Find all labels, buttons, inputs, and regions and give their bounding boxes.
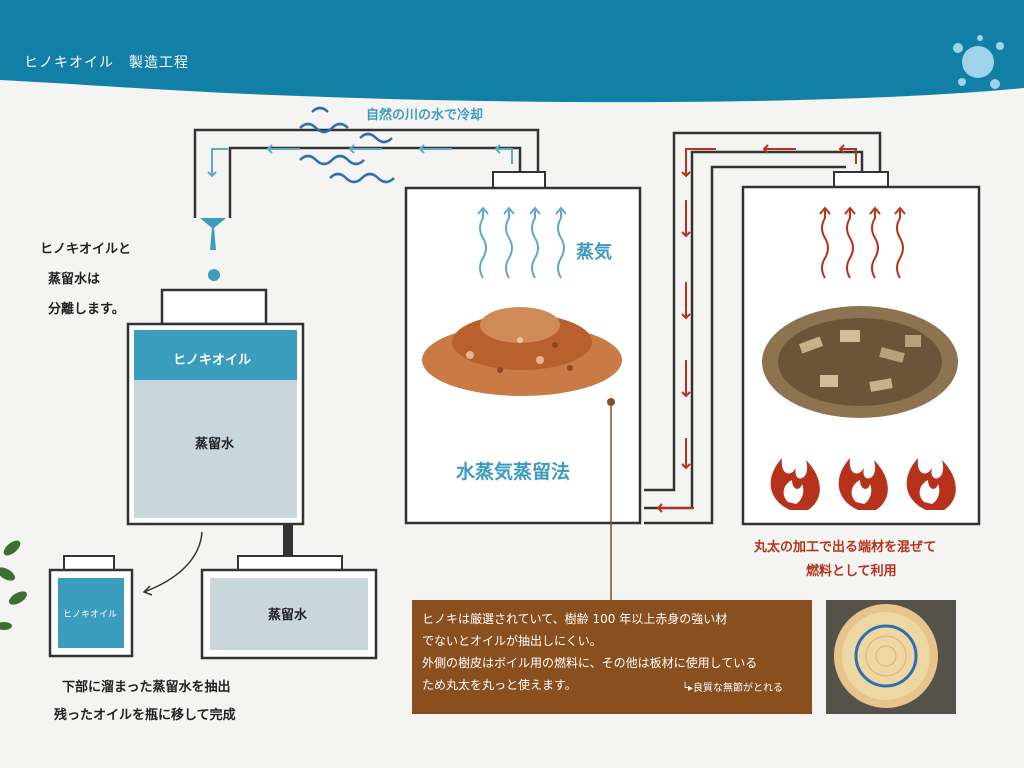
cooling-label: 自然の川の水で冷却 <box>366 108 484 123</box>
separate-note-line3: 分離します。 <box>48 302 125 317</box>
separate-note-line2: 蒸留水は <box>48 272 101 287</box>
header-banner <box>0 0 1024 103</box>
bottle-label: ヒノキオイル <box>63 610 118 620</box>
oil-layer <box>134 330 297 380</box>
separator-tank-neck <box>160 288 268 326</box>
splash-icon <box>953 35 1004 89</box>
water-tank-top <box>237 555 343 571</box>
plant-leaves <box>0 540 28 630</box>
bottom-note-line2: 残ったオイルを瓶に移して完成 <box>54 708 236 723</box>
transfer-arrow <box>143 531 203 593</box>
fuel-label-line2: 燃料として利用 <box>806 564 897 579</box>
page-title: ヒノキオイル 製造工程 <box>24 55 189 71</box>
oil-layer-label: ヒノキオイル <box>173 353 252 368</box>
log-cross-section <box>826 600 956 714</box>
wood-chips-pile <box>422 307 622 396</box>
bottle-cap <box>63 555 115 571</box>
steam-label: 蒸気 <box>576 242 612 263</box>
still-neck <box>492 171 546 189</box>
fuel-label-line1: 丸太の加工で出る端材を混ぜて <box>754 540 937 555</box>
separate-note-line1: ヒノキオイルと <box>40 242 132 257</box>
red-flow-arrows <box>656 144 857 513</box>
steam-arrows <box>477 206 567 279</box>
water-layer <box>134 380 297 518</box>
drain-pipe <box>283 524 293 558</box>
info-line1: ヒノキは厳選されていて、樹齢 100 年以上赤身の強い材 <box>422 612 728 626</box>
boiler-neck <box>833 171 889 189</box>
wood-offcuts-pile <box>762 306 958 418</box>
info-box: ヒノキは厳選されていて、樹齢 100 年以上赤身の強い材 でないとオイルが抽出し… <box>412 600 812 714</box>
bottom-note-line1: 下部に溜まった蒸留水を抽出 <box>62 680 231 695</box>
drip-icon <box>200 218 226 250</box>
info-note: └▸良質な無節がとれる <box>682 683 784 694</box>
blue-flow-arrows <box>207 144 513 178</box>
method-label: 水蒸気蒸留法 <box>456 461 571 483</box>
water-layer-label: 蒸留水 <box>195 437 235 452</box>
heat-arrows <box>819 206 906 279</box>
river-water-waves <box>299 106 395 184</box>
water-tank-label: 蒸留水 <box>268 608 308 623</box>
fire-icon <box>770 458 956 510</box>
info-line3: 外側の樹皮はボイル用の燃料に、その他は板材に使用している <box>422 656 758 670</box>
info-line2: でないとオイルが抽出しにくい。 <box>422 634 602 648</box>
info-line4: ため丸太を丸っと使えます。 <box>422 678 577 692</box>
